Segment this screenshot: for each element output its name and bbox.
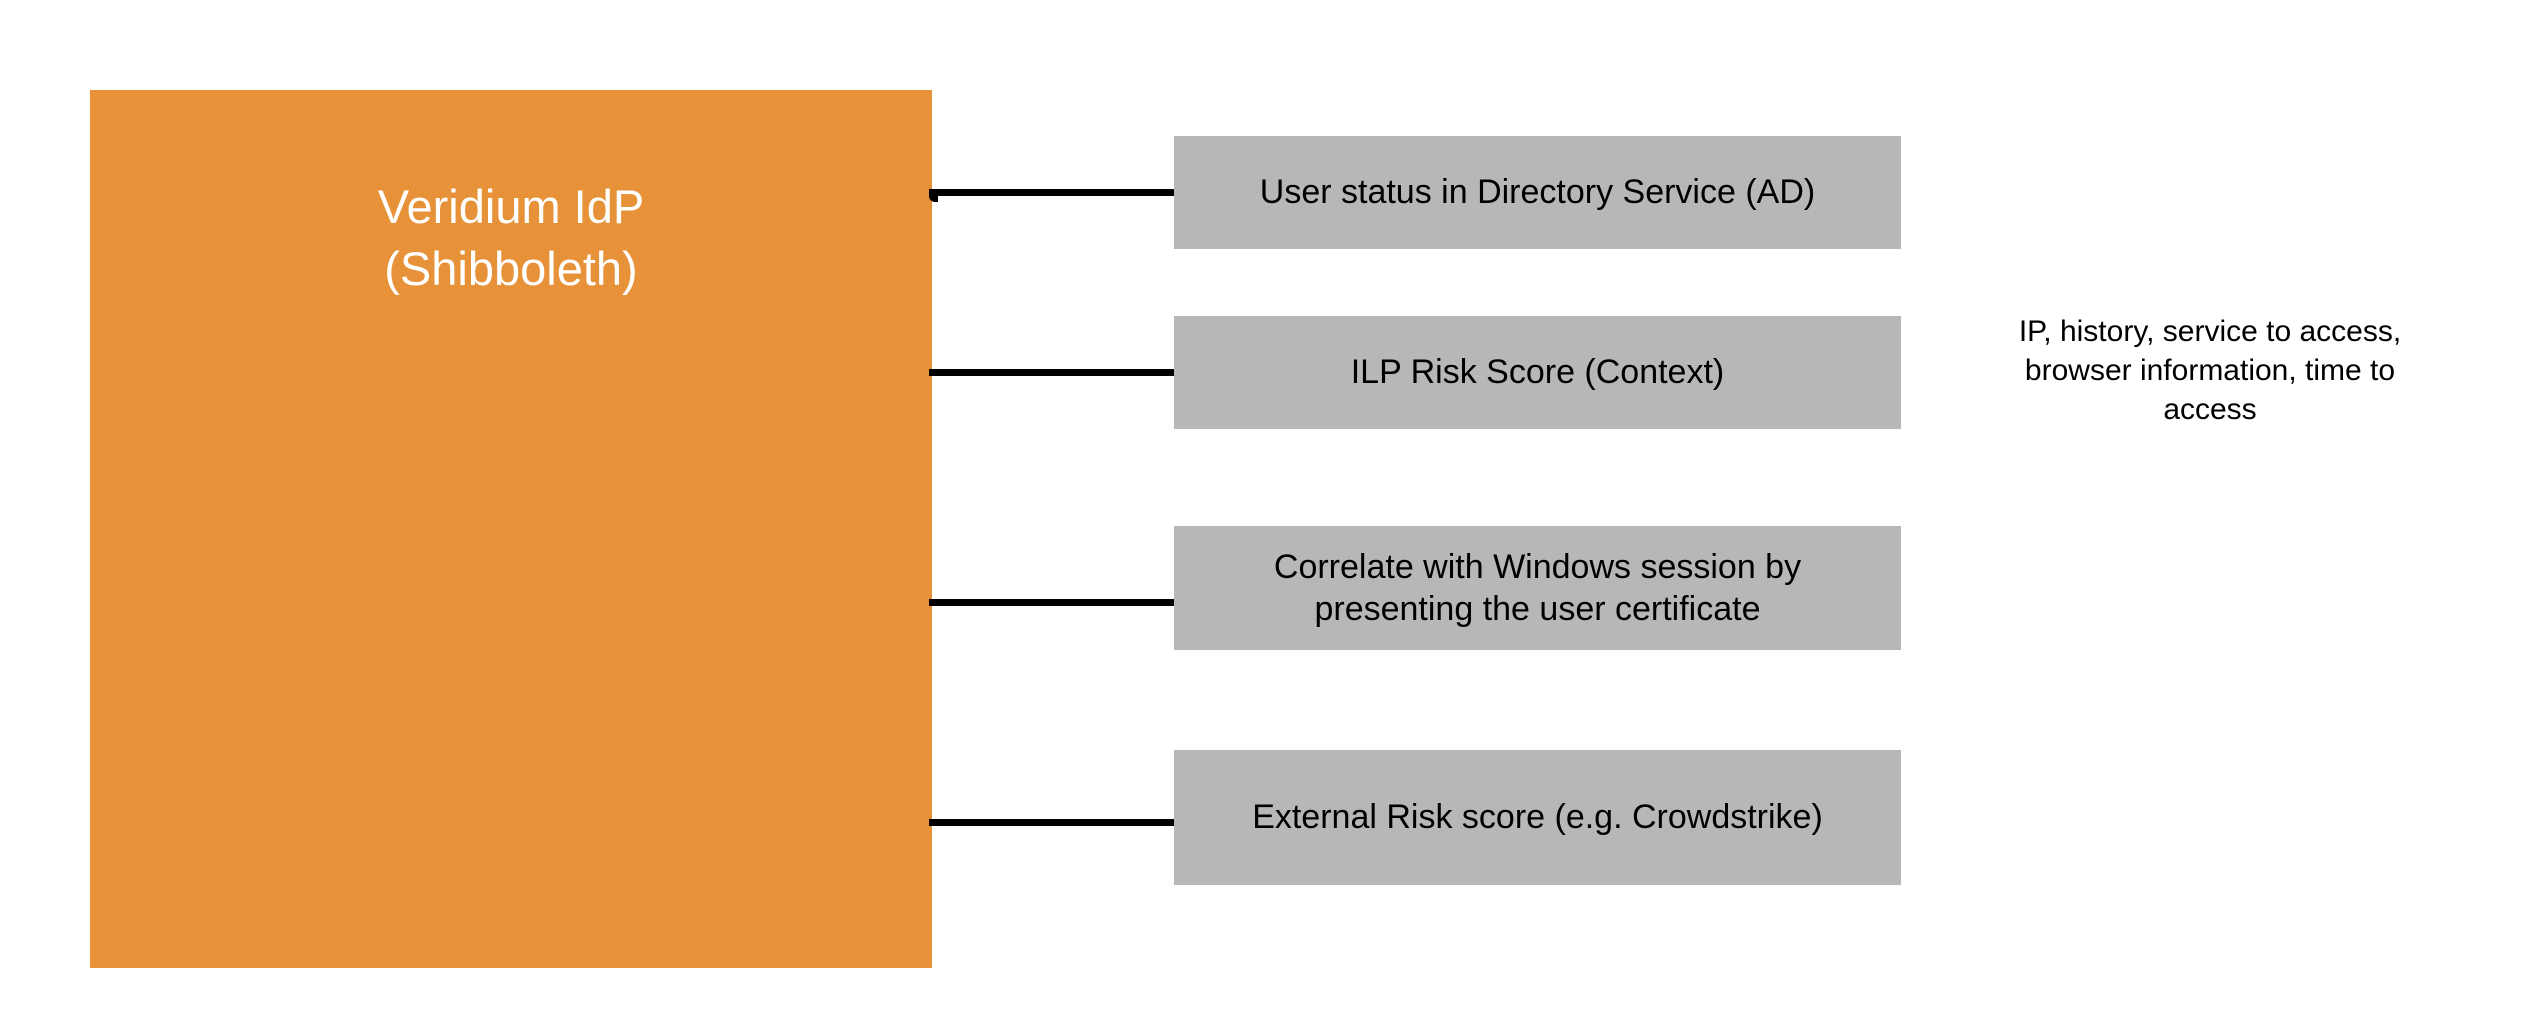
- attribute-node-external-risk-score[interactable]: External Risk score (e.g. Crowdstrike): [1174, 750, 1901, 885]
- attribute-node-windows-session-correlation[interactable]: Correlate with Windows session by presen…: [1174, 526, 1901, 650]
- connector-line-4: [929, 819, 1177, 826]
- connector-line-2: [929, 369, 1177, 376]
- connector-line-1: [929, 189, 1177, 202]
- attribute-node-label: User status in Directory Service (AD): [1259, 173, 1816, 212]
- attribute-node-label: ILP Risk Score (Context): [1350, 353, 1725, 392]
- idp-node[interactable]: Veridium IdP (Shibboleth): [90, 90, 932, 968]
- connector-line-3: [929, 599, 1177, 606]
- idp-node-label: Veridium IdP (Shibboleth): [377, 180, 645, 296]
- attribute-node-user-status[interactable]: User status in Directory Service (AD): [1174, 136, 1901, 249]
- attribute-node-ilp-risk-score[interactable]: ILP Risk Score (Context): [1174, 316, 1901, 429]
- context-annotation-note: IP, history, service to access, browser …: [2018, 315, 2402, 426]
- attribute-node-label: External Risk score (e.g. Crowdstrike): [1252, 798, 1823, 837]
- attribute-node-label: Correlate with Windows session by presen…: [1273, 547, 1802, 628]
